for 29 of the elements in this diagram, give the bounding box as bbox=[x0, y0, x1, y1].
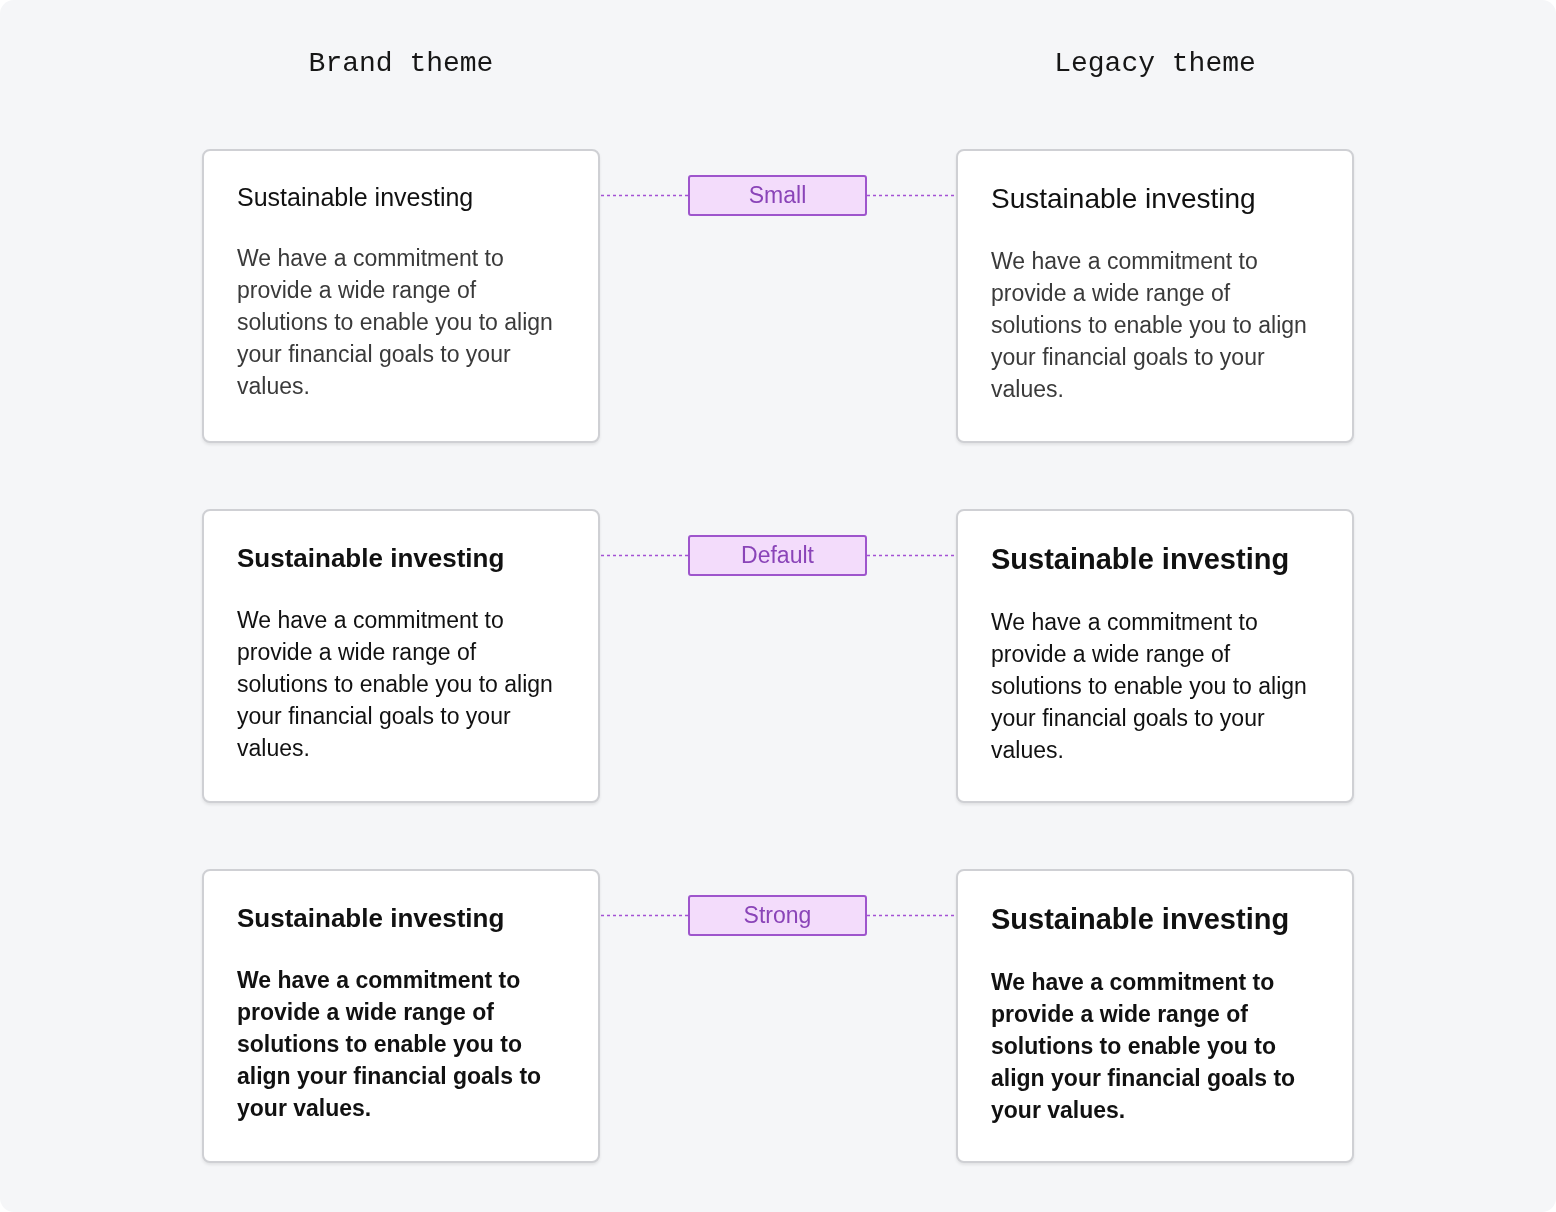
card-heading: Sustainable investing bbox=[991, 183, 1257, 215]
leader-line bbox=[866, 554, 957, 557]
card-body-text: We have a commitment to provide a wide range of solutions to enable you to align your financial goals to your values. bbox=[991, 247, 1308, 404]
text-card bbox=[202, 509, 600, 803]
card-body-text: We have a commitment to provide a wide range of solutions to enable you to align your financial goals to your values. bbox=[991, 968, 1297, 1125]
leader-line bbox=[599, 194, 689, 197]
column-heading: Brand theme bbox=[308, 48, 494, 79]
size-tag: Default bbox=[688, 535, 867, 576]
card-body-text: We have a commitment to provide a wide range of solutions to enable you to align your financial goals to your values. bbox=[237, 606, 554, 763]
card-heading: Sustainable investing bbox=[991, 543, 1291, 576]
size-tag: Strong bbox=[688, 895, 867, 936]
card-heading: Sustainable investing bbox=[991, 903, 1291, 936]
card-body-text: We have a commitment to provide a wide range of solutions to enable you to align your financial goals to your values. bbox=[237, 244, 554, 401]
leader-line bbox=[866, 194, 957, 197]
column-heading: Legacy theme bbox=[1054, 48, 1256, 79]
card-body-text: We have a commitment to provide a wide range of solutions to enable you to align your financial goals to your values. bbox=[991, 608, 1308, 765]
leader-line bbox=[599, 554, 689, 557]
card-heading: Sustainable investing bbox=[237, 183, 475, 212]
text-card bbox=[202, 149, 600, 443]
text-card bbox=[956, 509, 1354, 803]
text-card bbox=[956, 869, 1354, 1163]
text-card bbox=[956, 149, 1354, 443]
leader-line bbox=[866, 914, 957, 917]
leader-line bbox=[599, 914, 689, 917]
card-heading: Sustainable investing bbox=[237, 903, 506, 934]
card-heading: Sustainable investing bbox=[237, 543, 506, 574]
card-body-text: We have a commitment to provide a wide range of solutions to enable you to align your financial goals to your values. bbox=[237, 966, 543, 1123]
text-card bbox=[202, 869, 600, 1163]
size-tag: Small bbox=[688, 175, 867, 216]
